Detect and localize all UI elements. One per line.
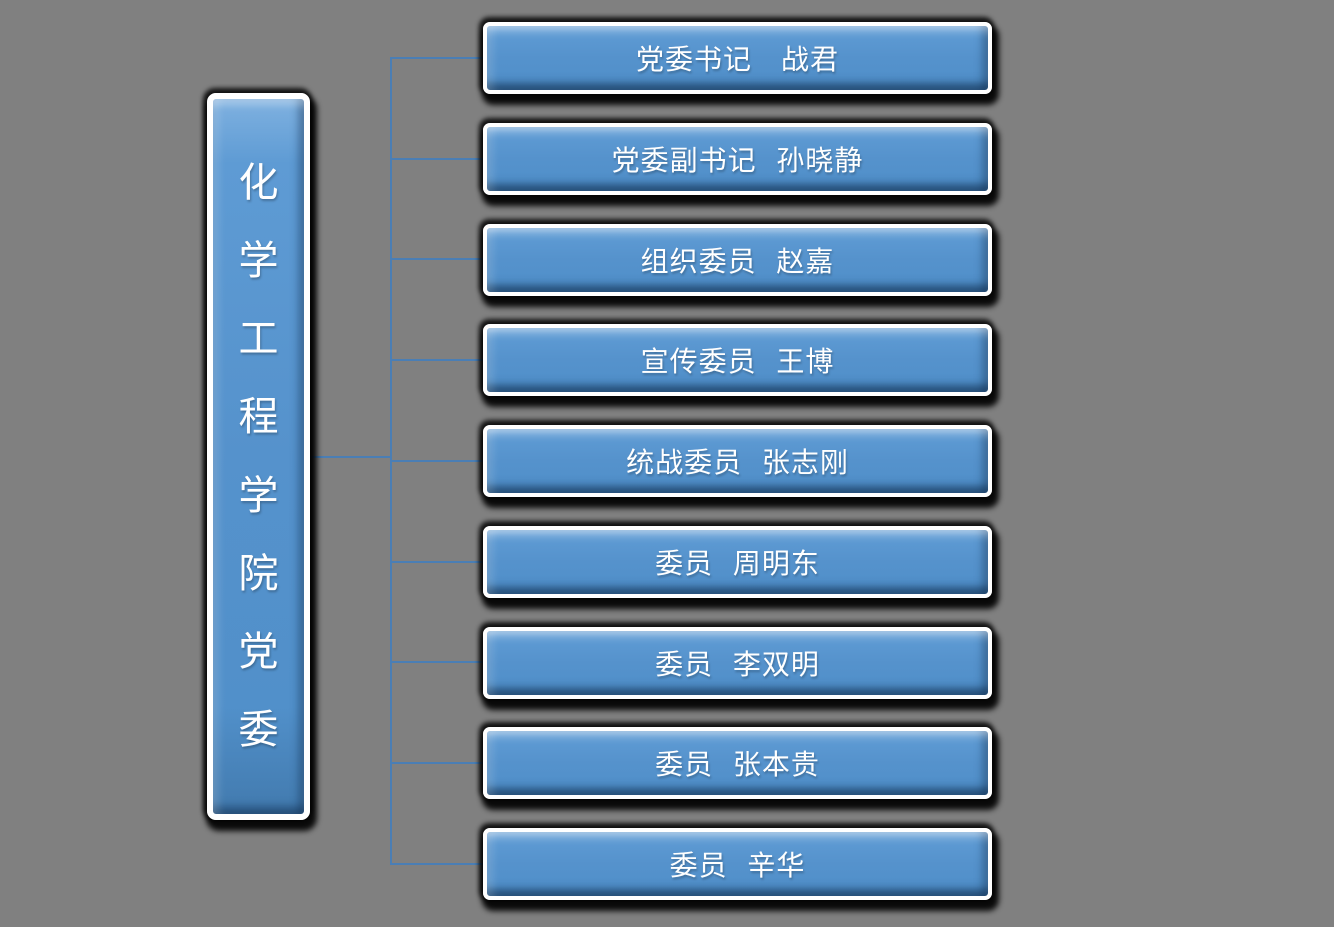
org-node-party-secretary: 党委书记 战君 — [483, 22, 992, 94]
org-node-united-front-member: 统战委员 张志刚 — [483, 425, 992, 497]
root-node-char: 工 — [238, 316, 279, 363]
connector-branch-5 — [390, 460, 483, 462]
root-node-char: 学 — [238, 472, 279, 519]
org-node-label: 委员 周明东 — [655, 546, 820, 580]
root-node-char: 程 — [238, 394, 279, 441]
connector-branch-6 — [390, 561, 483, 563]
org-node-member-li: 委员 李双明 — [483, 626, 992, 699]
member-node-column: 党委书记 战君 党委副书记 孙晓静 组织委员 赵嘉 宣传委员 王博 统战委员 张… — [483, 22, 992, 900]
org-node-label: 统战委员 张志刚 — [626, 446, 849, 479]
org-node-member-xin: 委员 辛华 — [483, 828, 992, 900]
connector-branch-1 — [390, 57, 483, 59]
org-node-label: 组织委员 赵嘉 — [640, 244, 835, 278]
org-node-label: 委员 张本贵 — [655, 748, 820, 782]
root-node-char: 委 — [238, 706, 279, 753]
root-node-char: 学 — [238, 238, 279, 285]
connector-branch-7 — [390, 661, 483, 663]
connector-branch-9 — [390, 863, 483, 865]
connector-branch-8 — [390, 762, 483, 764]
connector-root-link — [310, 456, 391, 458]
org-node-label: 委员 李双明 — [655, 647, 820, 681]
org-node-publicity-member: 宣传委员 王博 — [483, 324, 992, 397]
org-node-member-zhang: 委员 张本贵 — [483, 727, 992, 800]
org-node-deputy-secretary: 党委副书记 孙晓静 — [483, 122, 992, 195]
org-node-root: 化 学 工 程 学 院 党 委 — [207, 93, 310, 820]
root-node-char: 党 — [238, 628, 279, 675]
root-node-char: 化 — [238, 160, 279, 207]
org-node-label: 党委书记 战君 — [635, 43, 839, 76]
org-node-member-zhou: 委员 周明东 — [483, 525, 992, 598]
org-node-organization-member: 组织委员 赵嘉 — [483, 223, 992, 296]
org-node-label: 宣传委员 王博 — [640, 345, 835, 379]
connector-branch-4 — [390, 359, 483, 361]
root-node-char: 院 — [238, 550, 279, 597]
org-node-label: 党委副书记 孙晓静 — [611, 143, 864, 177]
connector-branch-2 — [390, 158, 483, 160]
connector-branch-3 — [390, 258, 483, 260]
org-node-label: 委员 辛华 — [669, 849, 806, 882]
